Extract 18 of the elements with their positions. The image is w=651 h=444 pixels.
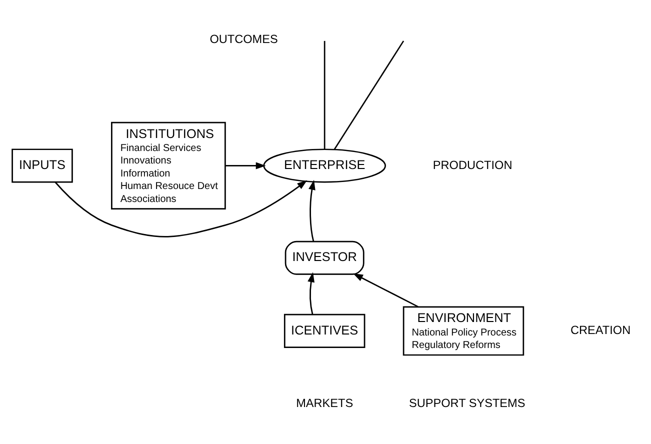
node-box: ENVIRONMENT National Policy Process Regulatory Reforms (402, 306, 524, 356)
arrow (353, 273, 418, 308)
arrow (308, 272, 314, 315)
arrow (54, 180, 308, 238)
node-box: ICENTIVES (284, 314, 366, 348)
arrow (308, 180, 316, 242)
label: PRODUCTION (432, 158, 512, 172)
arrow (225, 162, 266, 170)
label: OUTCOMES (210, 32, 278, 46)
node-box: INVESTOR (284, 240, 364, 275)
connector (324, 40, 326, 150)
connector (334, 40, 404, 150)
label: MARKETS (296, 396, 354, 410)
label: SUPPORT SYSTEMS (408, 396, 526, 410)
node-ellipse: ENTERPRISE (263, 148, 386, 183)
node-box: INSTITUTIONS Financial Services Innovations Information Human Resouce Devt Associations (111, 122, 226, 210)
node-box: INPUTS (12, 148, 73, 183)
label: CREATION (570, 323, 631, 338)
